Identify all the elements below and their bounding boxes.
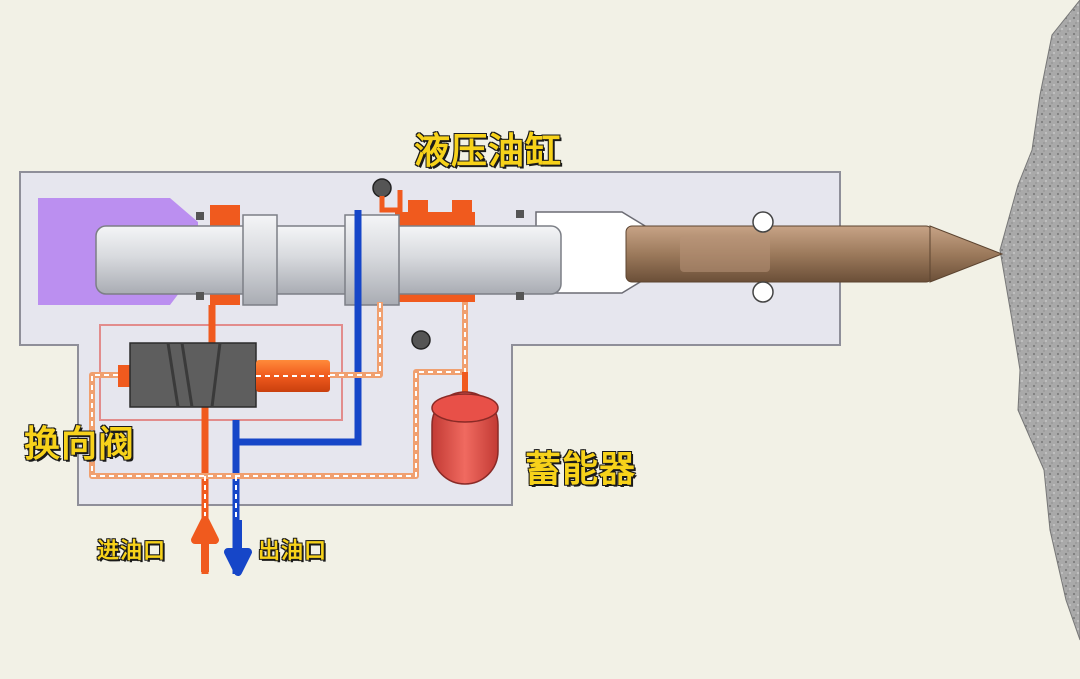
valve-body <box>129 342 257 408</box>
piston-rod <box>95 225 562 295</box>
inlet-label: 进油口 <box>96 538 167 564</box>
piston-ring-2 <box>344 214 400 306</box>
valve-label: 换向阀 <box>23 423 136 465</box>
retaining-pin-top <box>752 211 774 233</box>
piston-ring-1 <box>242 214 278 306</box>
cylinder-label: 液压油缸 <box>413 130 563 172</box>
outlet-label: 出油口 <box>257 538 328 564</box>
check-ball <box>372 178 392 198</box>
accumulator-label: 蓄能器 <box>524 448 637 490</box>
rock <box>999 0 1080 641</box>
chisel-tip <box>929 225 1004 283</box>
inlet-arrow <box>191 516 219 572</box>
accumulator-valve-ball <box>411 330 431 350</box>
chisel-shank <box>625 225 933 283</box>
outlet-arrow <box>224 520 252 576</box>
retaining-pin-bottom <box>752 281 774 303</box>
